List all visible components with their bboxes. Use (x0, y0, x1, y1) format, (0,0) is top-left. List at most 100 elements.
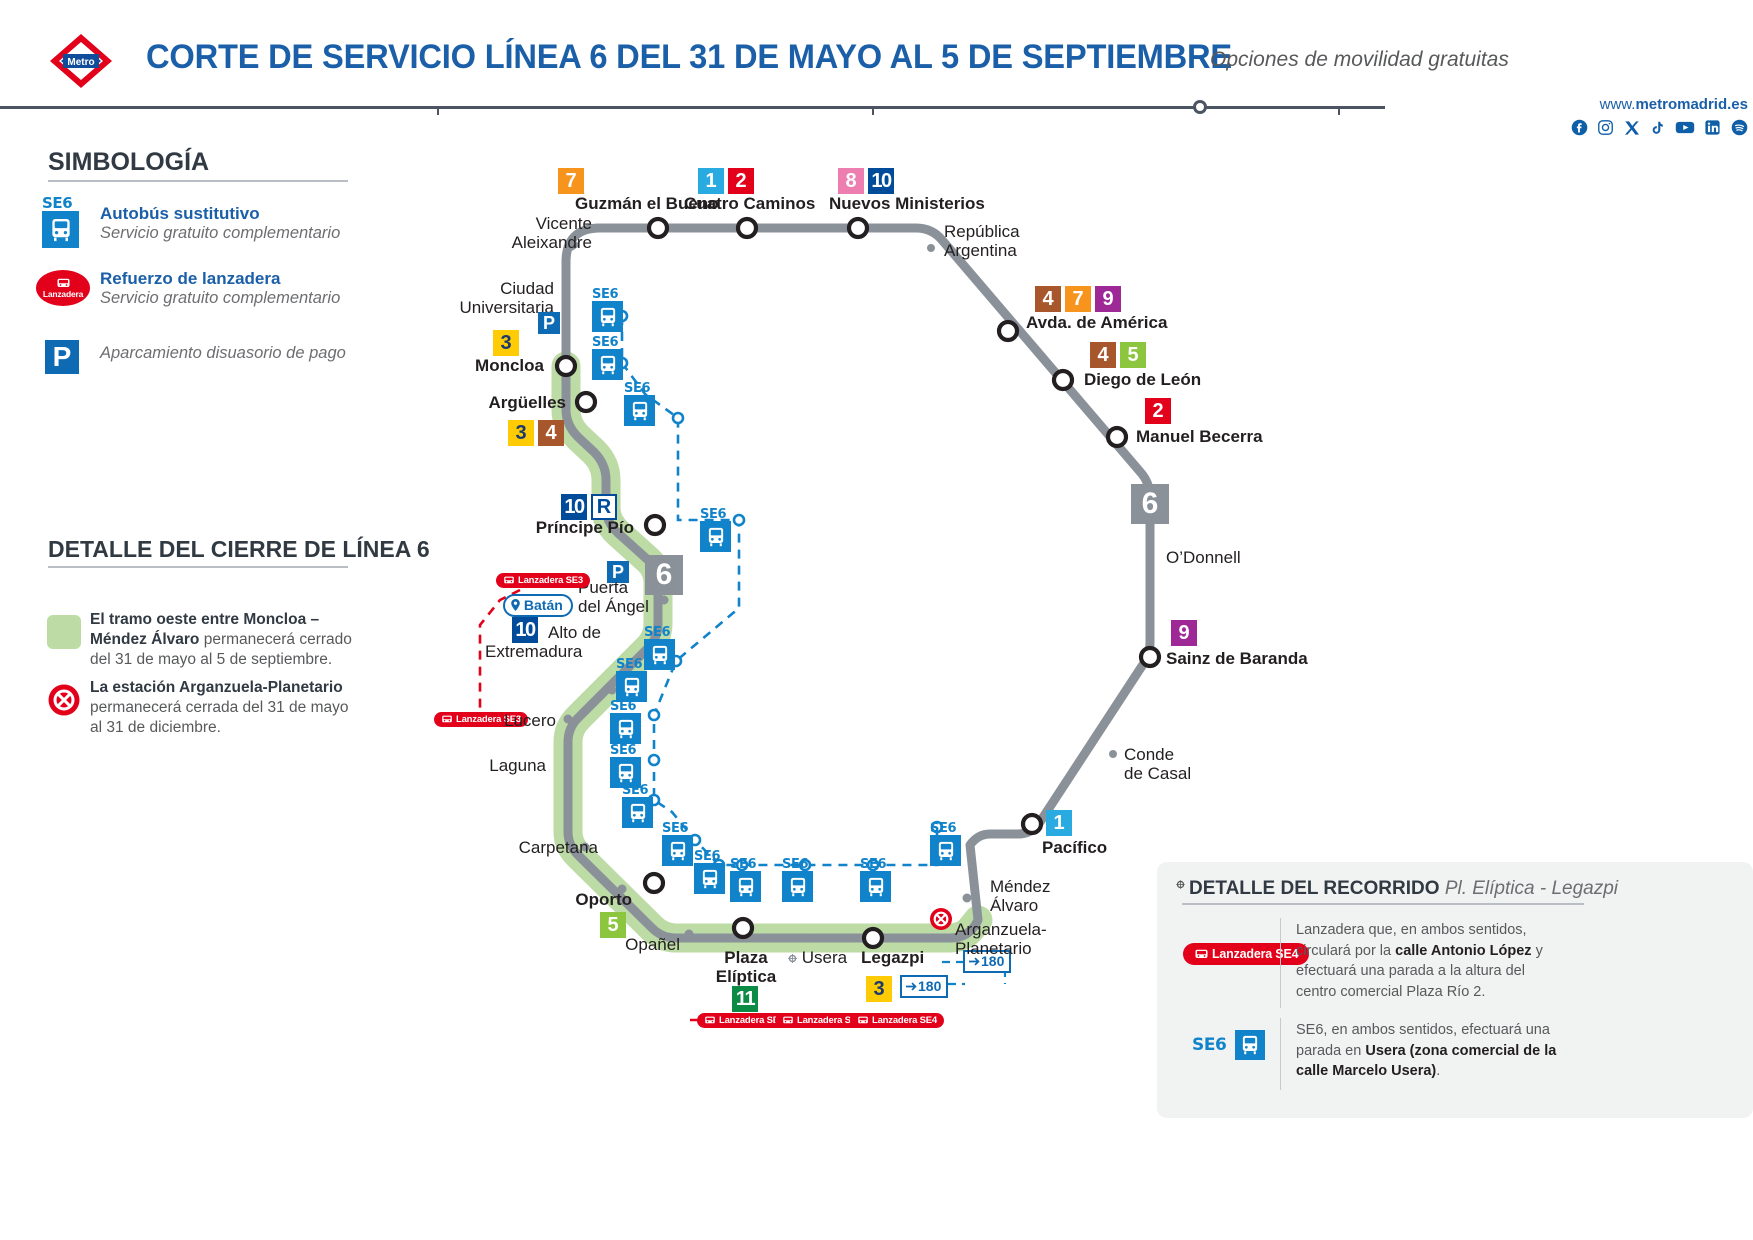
se6-bus-icon: SE6 (42, 196, 86, 248)
se6-badge-label: SE6 (42, 194, 73, 212)
facebook-icon (1571, 119, 1587, 136)
metro-logo: Metro (48, 32, 114, 90)
se6-stop-15: SE6 (930, 822, 966, 866)
bus-icon (632, 401, 647, 420)
x-icon (1625, 120, 1640, 135)
simbologia-underline (48, 180, 348, 182)
bus-180-chip-top: 180 (963, 950, 1012, 973)
social-links[interactable] (1388, 118, 1748, 136)
station-label-usera: Usera (788, 948, 847, 967)
bus-icon (868, 877, 883, 896)
spotify-icon (1731, 119, 1748, 136)
recorrido-divider-2 (1280, 1018, 1281, 1090)
bus-icon (652, 645, 667, 664)
parking-icon-puerta-del-angel: P (607, 561, 629, 583)
bus-icon (57, 278, 69, 287)
station-label-sainz-de-baranda: Sainz de Baranda (1166, 649, 1308, 668)
bus-180-chip-bottom: 180 (900, 975, 949, 998)
bus-icon (1242, 1035, 1257, 1055)
station-label-cuatro-caminos: Cuatro Caminos (684, 194, 816, 213)
se6-stop-7: SE6 (610, 700, 646, 744)
recorrido-row-2-text: SE6, en ambos sentidos, efectuará una pa… (1296, 1022, 1557, 1080)
bus-icon (618, 763, 633, 782)
se6-stop-13: SE6 (782, 858, 818, 902)
linkedin-icon (1705, 120, 1720, 135)
lanzadera-icon: Lanzadera (36, 270, 90, 306)
bus-icon (738, 877, 753, 896)
station-label-oporto: Oporto (575, 890, 632, 909)
se6-stop-5: SE6 (644, 626, 680, 670)
bus-icon (708, 527, 723, 546)
badges-pacifico: 1 (1046, 810, 1072, 836)
cierre-title: DETALLE DEL CIERRE DE LÍNEA 6 (48, 536, 430, 562)
usera-marker-icon (788, 954, 797, 963)
website-url[interactable]: www.metromadrid.es (1599, 96, 1748, 113)
youtube-icon (1675, 121, 1694, 134)
bus-icon (938, 841, 953, 860)
legend-lanzadera-subtitle: Servicio gratuito complementario (100, 289, 341, 307)
badges-guzman: 7 (558, 168, 584, 194)
green-segment-swatch (47, 615, 81, 649)
se6-stop-14: SE6 (860, 858, 896, 902)
bus-icon (705, 1016, 715, 1024)
station-label-carpetana: Carpetana (518, 838, 598, 857)
recorrido-row-1-badge: Lanzadera SE4 (1183, 943, 1310, 965)
parking-icon: P (45, 340, 79, 374)
station-label-odonnell: O’Donnell (1166, 548, 1241, 567)
bus-icon (600, 307, 615, 326)
station-label-moncloa: Moncloa (475, 356, 544, 375)
se6-stop-4: SE6 (700, 508, 736, 552)
recorrido-bullet-icon (1176, 876, 1185, 889)
bus-icon (51, 218, 70, 241)
header-rule-node (1193, 100, 1207, 114)
bus-icon (702, 869, 717, 888)
bus-icon (630, 803, 645, 822)
se6-stop-3: SE6 (624, 382, 660, 426)
se6-stop-6: SE6 (616, 658, 652, 702)
bus-icon (670, 841, 685, 860)
badges-plaza-eliptica: 11 (732, 986, 758, 1012)
lanzadera-label: Lanzadera (42, 288, 84, 299)
svg-text:Metro: Metro (67, 57, 94, 68)
se6-stop-2: SE6 (592, 336, 628, 380)
minor-station-ticks (562, 241, 1154, 943)
lanzadera-se3-pill-top: Lanzadera SE3 (496, 572, 590, 590)
legend-item-se6: SE6 (42, 196, 86, 248)
bus-icon (1195, 949, 1208, 958)
recorrido-title: DETALLE DEL RECORRIDO Pl. Elíptica - Leg… (1189, 878, 1619, 899)
arganzuela-closed-marker (930, 908, 952, 930)
station-closed-icon (48, 684, 80, 716)
lanzadera-se3-route (478, 588, 521, 719)
station-label-lucero: Lucero (504, 711, 556, 730)
arrow-icon (906, 982, 917, 991)
se6-stop-1: SE6 (592, 288, 628, 332)
se6-stop-9: SE6 (622, 784, 658, 828)
parking-icon-ciudad-universitaria: P (538, 312, 560, 334)
recorrido-row-1-text: Lanzadera que, en ambos sentidos, circul… (1296, 922, 1543, 1000)
bus-icon (790, 877, 805, 896)
legend-se6-title: Autobús sustitutivo (100, 204, 260, 223)
station-label-laguna: Laguna (489, 756, 546, 775)
recorrido-underline (1182, 903, 1584, 905)
station-label-avda-de-america: Avda. de América (1026, 313, 1168, 332)
bus-icon (618, 719, 633, 738)
se6-stop-12: SE6 (730, 858, 766, 902)
page-subtitle: Opciones de movilidad gratuitas (1210, 48, 1509, 71)
bus-icon (600, 355, 615, 374)
station-label-legazpi: Legazpi (861, 948, 925, 967)
closed-segment-highlight (551, 351, 993, 953)
bus-icon (783, 1016, 793, 1024)
recorrido-row-2-badge: SE6 (1192, 1030, 1265, 1060)
cierre-text-tramo: El tramo oeste entre Moncloa – Méndez Ál… (90, 611, 352, 668)
page-title: CORTE DE SERVICIO LÍNEA 6 DEL 31 DE MAYO… (146, 38, 1232, 76)
